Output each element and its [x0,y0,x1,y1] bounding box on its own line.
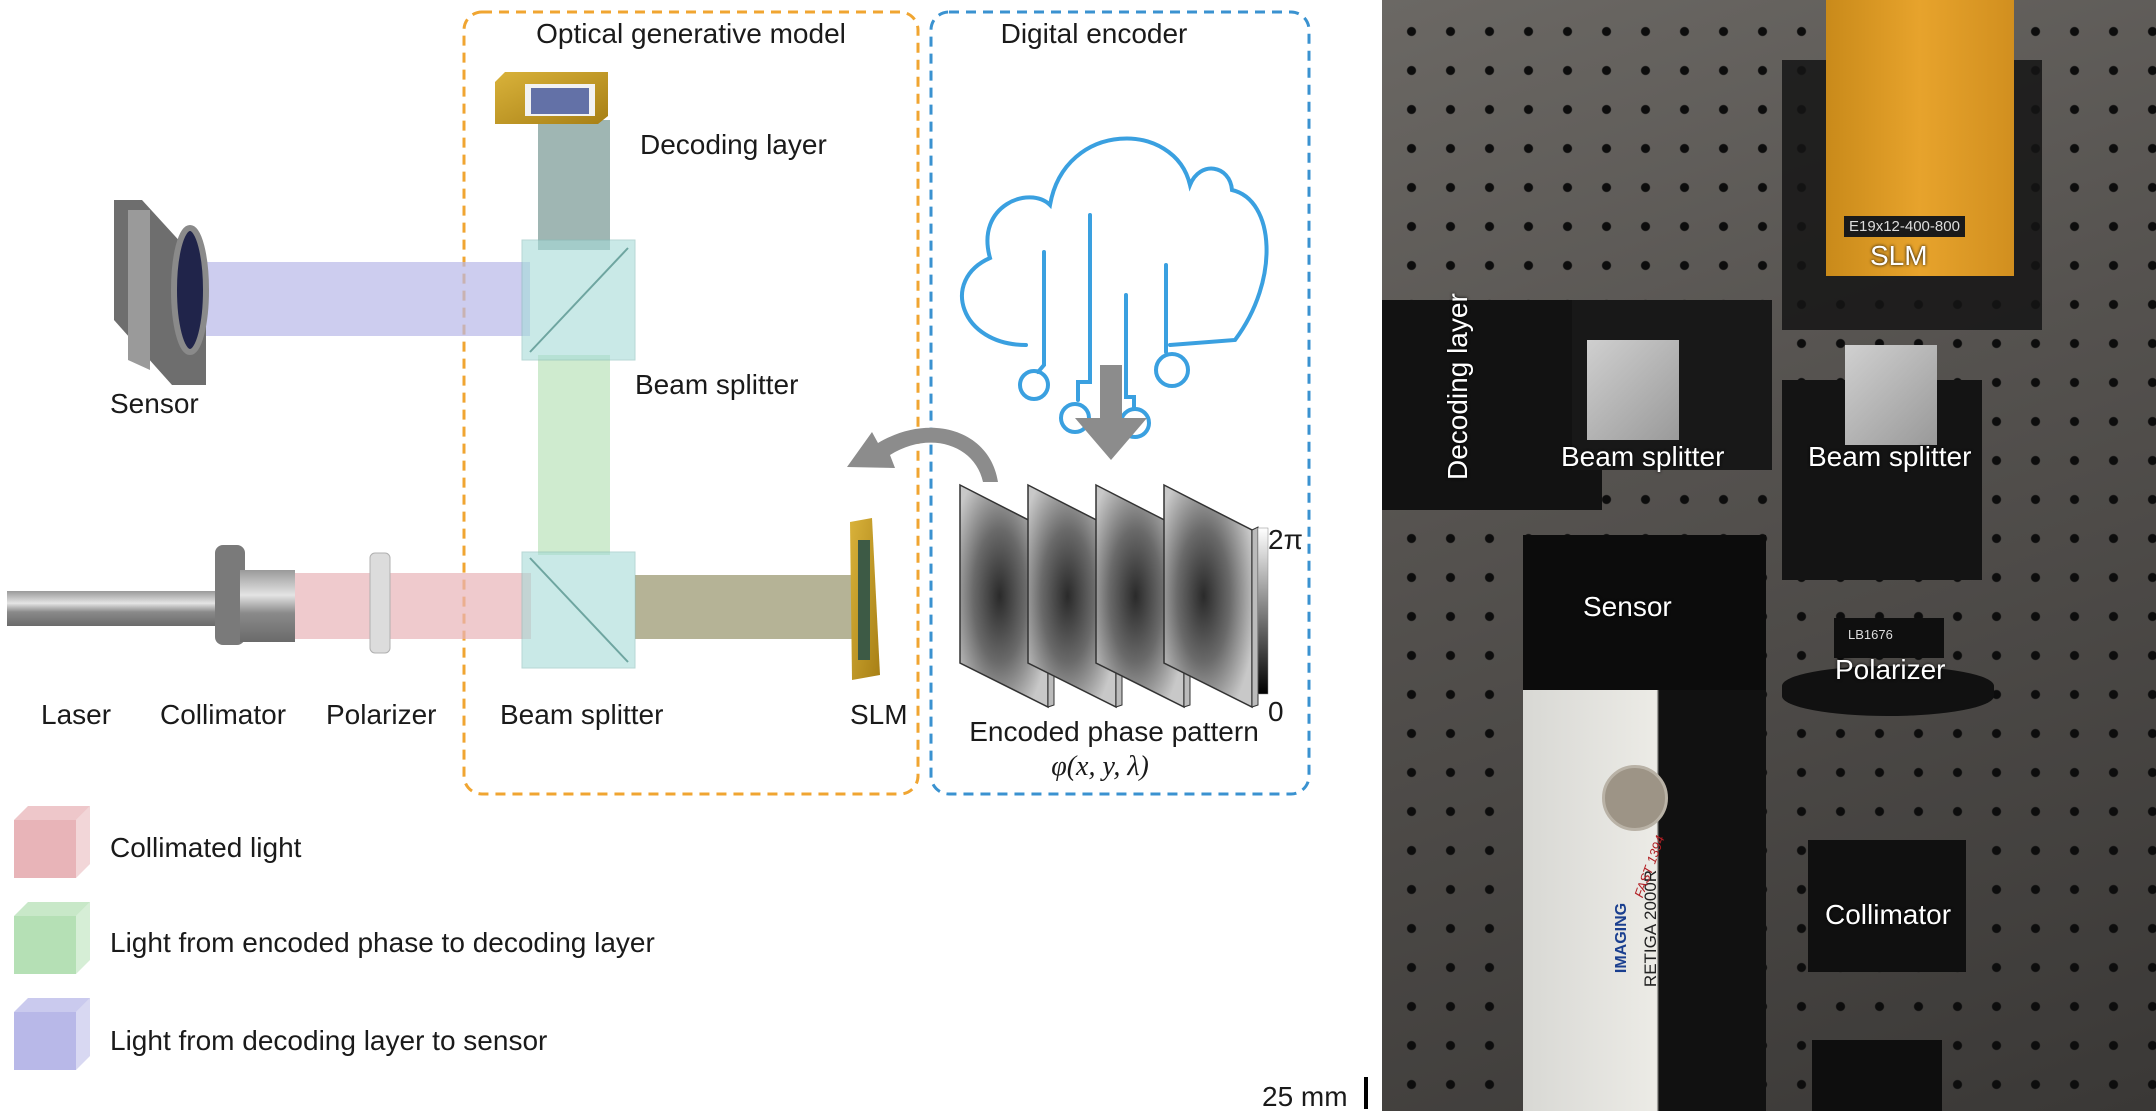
polarizer-dial [1782,666,1994,716]
beam-splitter-2-cube [1845,345,1937,445]
lens-tag: LB1676 [1848,627,1893,642]
legend-swatch [14,998,90,1070]
legend-label-encoded: Light from encoded phase to decoding lay… [110,927,655,958]
beam-splitter-lower-label: Beam splitter [500,699,664,730]
collimator-label: Collimator [160,699,287,730]
photo-slm-label: SLM [1870,240,1928,271]
collimated-light-beam [289,573,531,639]
phase-panel [1163,483,1259,709]
colorbar-min-label: 0 [1268,696,1284,727]
phase-pattern-stack [959,483,1259,709]
sensor-camera-head [1523,535,1766,695]
lens-holder [1834,618,1944,658]
legend-label-decoded: Light from decoding layer to sensor [110,1025,548,1056]
polarizer-label: Polarizer [326,699,437,730]
collimator-mount [1808,840,1966,972]
laser-label: Laser [41,699,112,730]
decoded-light-beam-vertical [538,120,610,250]
photo-collimator-label: Collimator [1825,899,1952,930]
digital-encoder-box [929,10,1311,796]
polarizer-device [369,552,391,654]
optical-model-box [462,10,920,796]
phase-pattern-label: Encoded phase pattern [969,716,1259,747]
photo-beam-splitter-1-label: Beam splitter [1561,441,1725,472]
colorbar [1257,527,1269,695]
legend-label-collimated: Collimated light [110,832,302,863]
photo-polarizer-label: Polarizer [1835,654,1946,685]
collimator-device [215,545,295,645]
beam-splitter-1-cube [1587,340,1679,440]
decoding-layer-mount [1382,300,1602,510]
slm-tag: E19x12-400-800 [1844,216,1965,237]
cloud-network-icon [960,136,1269,439]
phase-formula: φ(x, y, λ) [1051,751,1149,782]
digital-encoder-title: Digital encoder [1000,18,1188,49]
camera-brand: IMAGING [1613,902,1631,974]
colorbar-max-label: 2π [1268,524,1303,555]
curved-arrow-icon [847,427,998,482]
decoding-layer-device [495,72,608,124]
beam-splitter-lower [521,551,636,669]
optical-model-title: Optical generative model [536,18,846,49]
decoded-light-beam [204,262,530,336]
encoded-light-beam-vertical [538,355,610,555]
slm-device [850,518,880,680]
beam-splitter-upper [521,239,636,361]
down-arrow-icon [1075,365,1147,460]
photo-decoding-layer-label: Decoding layer [1442,293,1473,480]
sensor-device [114,200,209,385]
legend-swatches [14,806,90,1070]
setup-schematic [7,10,1368,1109]
legend-swatch [14,806,90,878]
decoding-layer-label: Decoding layer [640,129,827,160]
photo-sensor-label: Sensor [1583,591,1672,622]
slm-label: SLM [850,699,908,730]
camera-mount-hole [1602,765,1668,831]
encoded-light-beam-horizontal [635,575,853,639]
scale-bar [1364,1077,1368,1109]
scale-bar-label: 25 mm [1262,1081,1348,1111]
beam-splitter-upper-label: Beam splitter [635,369,799,400]
laser-device [7,591,222,626]
legend-swatch [14,902,90,974]
experimental-setup-photo: E19x12-400-800 IMAGING RETIGA 2000R FAST… [1382,0,2156,1111]
sensor-camera-body [1523,690,1766,1111]
laser-mount [1812,1040,1942,1111]
photo-beam-splitter-2-label: Beam splitter [1808,441,1972,472]
sensor-label: Sensor [110,388,199,419]
